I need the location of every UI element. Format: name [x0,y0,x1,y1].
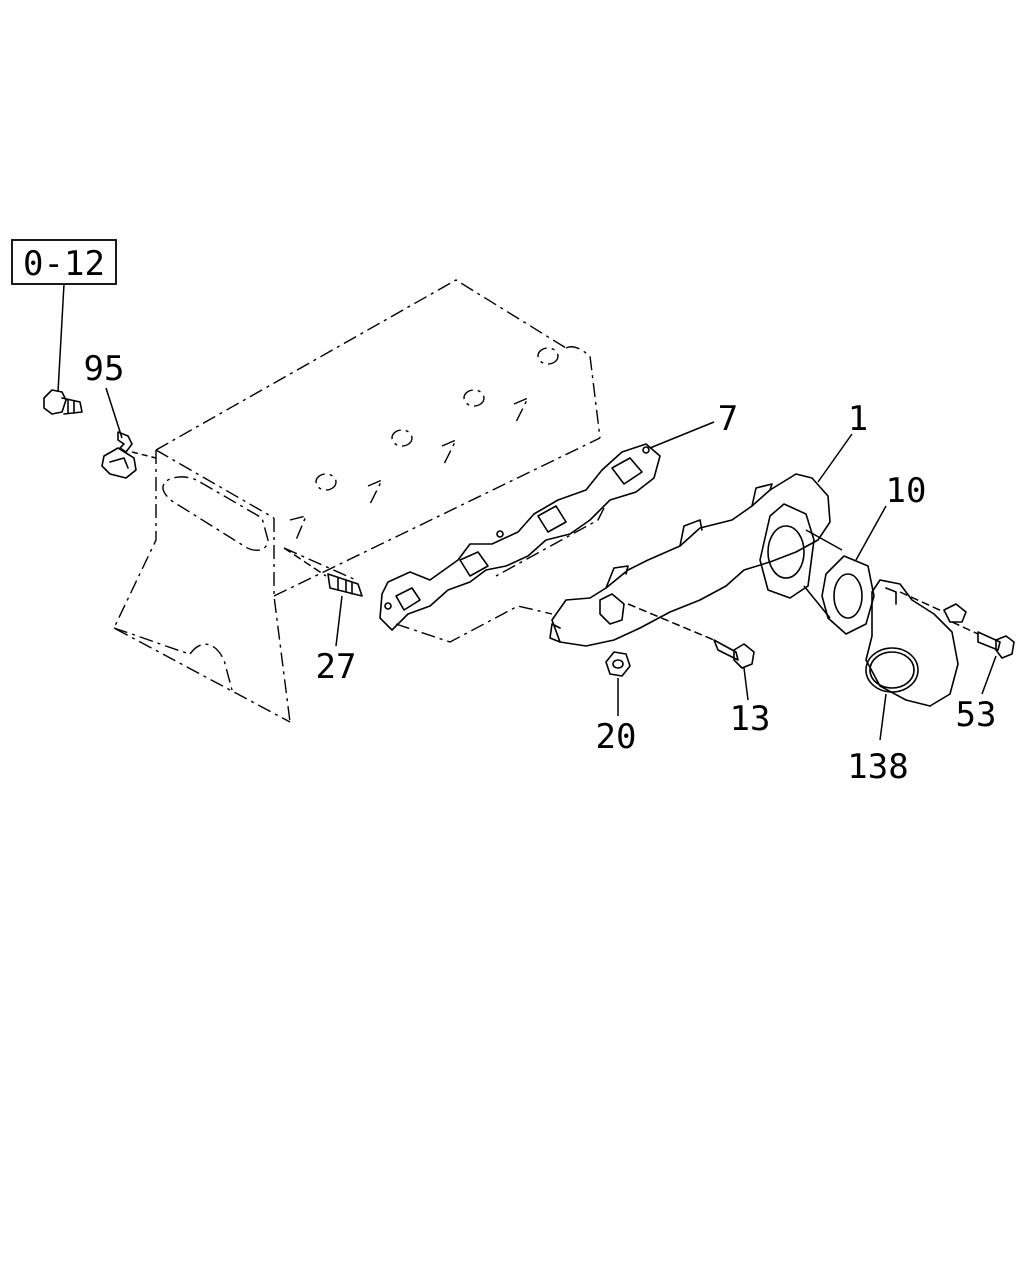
callout-27: 27 [316,647,357,687]
bolt-53-guide [951,621,979,635]
bolt-part-53[interactable] [977,631,1015,659]
callout-53: 53 [956,695,997,735]
gasket-guide [395,605,553,643]
callout-13: 13 [730,699,771,739]
spacer-part[interactable] [599,593,625,625]
callout-95: 95 [84,349,125,389]
leader-13 [743,667,749,701]
callout-7: 7 [718,399,738,439]
callout-1: 1 [848,399,868,439]
callout-138: 138 [847,747,908,787]
leader-53 [981,655,997,695]
leader-7 [649,421,715,449]
leader-1 [817,433,853,483]
leader-95 [105,387,123,439]
flange-bolt-part[interactable] [43,389,83,415]
cylinder-head-phantom [113,279,601,723]
exhaust-manifold-part-1[interactable] [549,473,831,647]
reference-label: 0-12 [23,244,105,284]
clip-part-95[interactable] [101,431,137,479]
leader-138 [879,693,887,741]
clip-dashed-guide [131,451,157,459]
gasket-10-guide-top [805,529,843,551]
gasket-10-guide-bottom [803,585,831,619]
elbow-pipe-part-138[interactable] [865,579,959,707]
bolt-part-13[interactable] [713,639,755,669]
stud-guide [283,547,327,577]
reference-leader [57,283,65,393]
nut-part-20[interactable] [605,651,631,677]
callout-10: 10 [886,471,927,511]
callout-20: 20 [596,717,637,757]
elbow-bolt-guide [899,591,945,613]
stud-part-27[interactable] [327,573,363,597]
gasket-guide-2 [495,507,605,577]
reference-box[interactable]: 0-12 [11,239,117,285]
gasket-part-10[interactable] [821,555,875,635]
elbow-bolt-part[interactable] [943,603,967,623]
leader-10 [855,505,887,561]
leader-27 [335,595,343,647]
bolt-13-guide [627,603,715,641]
gasket-part-7[interactable] [379,443,661,631]
